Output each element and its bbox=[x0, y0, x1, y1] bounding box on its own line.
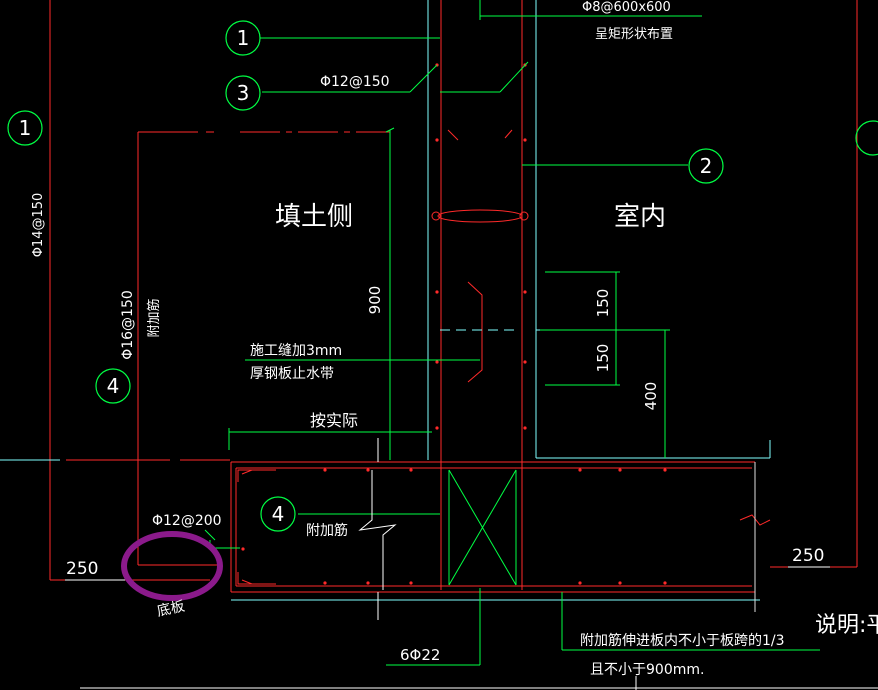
callout-4-left: 4 bbox=[107, 374, 120, 398]
label-fill-side: 填土侧 bbox=[275, 202, 353, 232]
label-bottom-slab: 底板 bbox=[156, 598, 187, 619]
label-dim-900: 900 bbox=[366, 286, 384, 315]
structure-lines bbox=[49, 0, 858, 593]
label-note-1: 附加筋伸进板内不小于板跨的1/3 bbox=[580, 632, 785, 649]
label-250-left: 250 bbox=[66, 559, 98, 579]
label-added-bar-vertical: 附加筋 bbox=[146, 298, 162, 337]
label-by-actual: 按实际 bbox=[310, 411, 358, 430]
label-dim-400: 400 bbox=[642, 382, 660, 411]
highlight-circle bbox=[121, 531, 223, 601]
label-explain: 说明:平 bbox=[815, 613, 878, 638]
label-phi12-200: Φ12@200 bbox=[152, 513, 222, 529]
label-250-right: 250 bbox=[792, 546, 824, 566]
callout-4-mid: 4 bbox=[272, 502, 285, 526]
label-added-bar: 附加筋 bbox=[306, 522, 348, 539]
label-top-rebar: Φ8@600x600 bbox=[582, 0, 671, 15]
label-phi22: 6Φ22 bbox=[400, 646, 440, 664]
label-waterstop-2: 厚钢板止水带 bbox=[250, 366, 334, 382]
callout-3: 3 bbox=[237, 81, 250, 105]
label-phi12-150: Φ12@150 bbox=[320, 74, 390, 90]
label-dim-150-top: 150 bbox=[594, 289, 612, 318]
label-waterstop-1: 施工缝加3mm bbox=[250, 343, 342, 359]
callout-2: 2 bbox=[700, 154, 713, 178]
callouts bbox=[7, 20, 878, 532]
label-phi14-150: Φ14@150 bbox=[31, 193, 46, 258]
label-top-layout: 呈矩形状布置 bbox=[595, 27, 673, 42]
label-phi16-150: Φ16@150 bbox=[120, 290, 136, 360]
label-indoor: 室内 bbox=[614, 202, 666, 232]
label-note-2: 且不小于900mm. bbox=[590, 662, 704, 678]
label-dim-150-bottom: 150 bbox=[594, 344, 612, 373]
callout-1-top: 1 bbox=[237, 26, 250, 50]
callout-1-left: 1 bbox=[19, 116, 32, 140]
